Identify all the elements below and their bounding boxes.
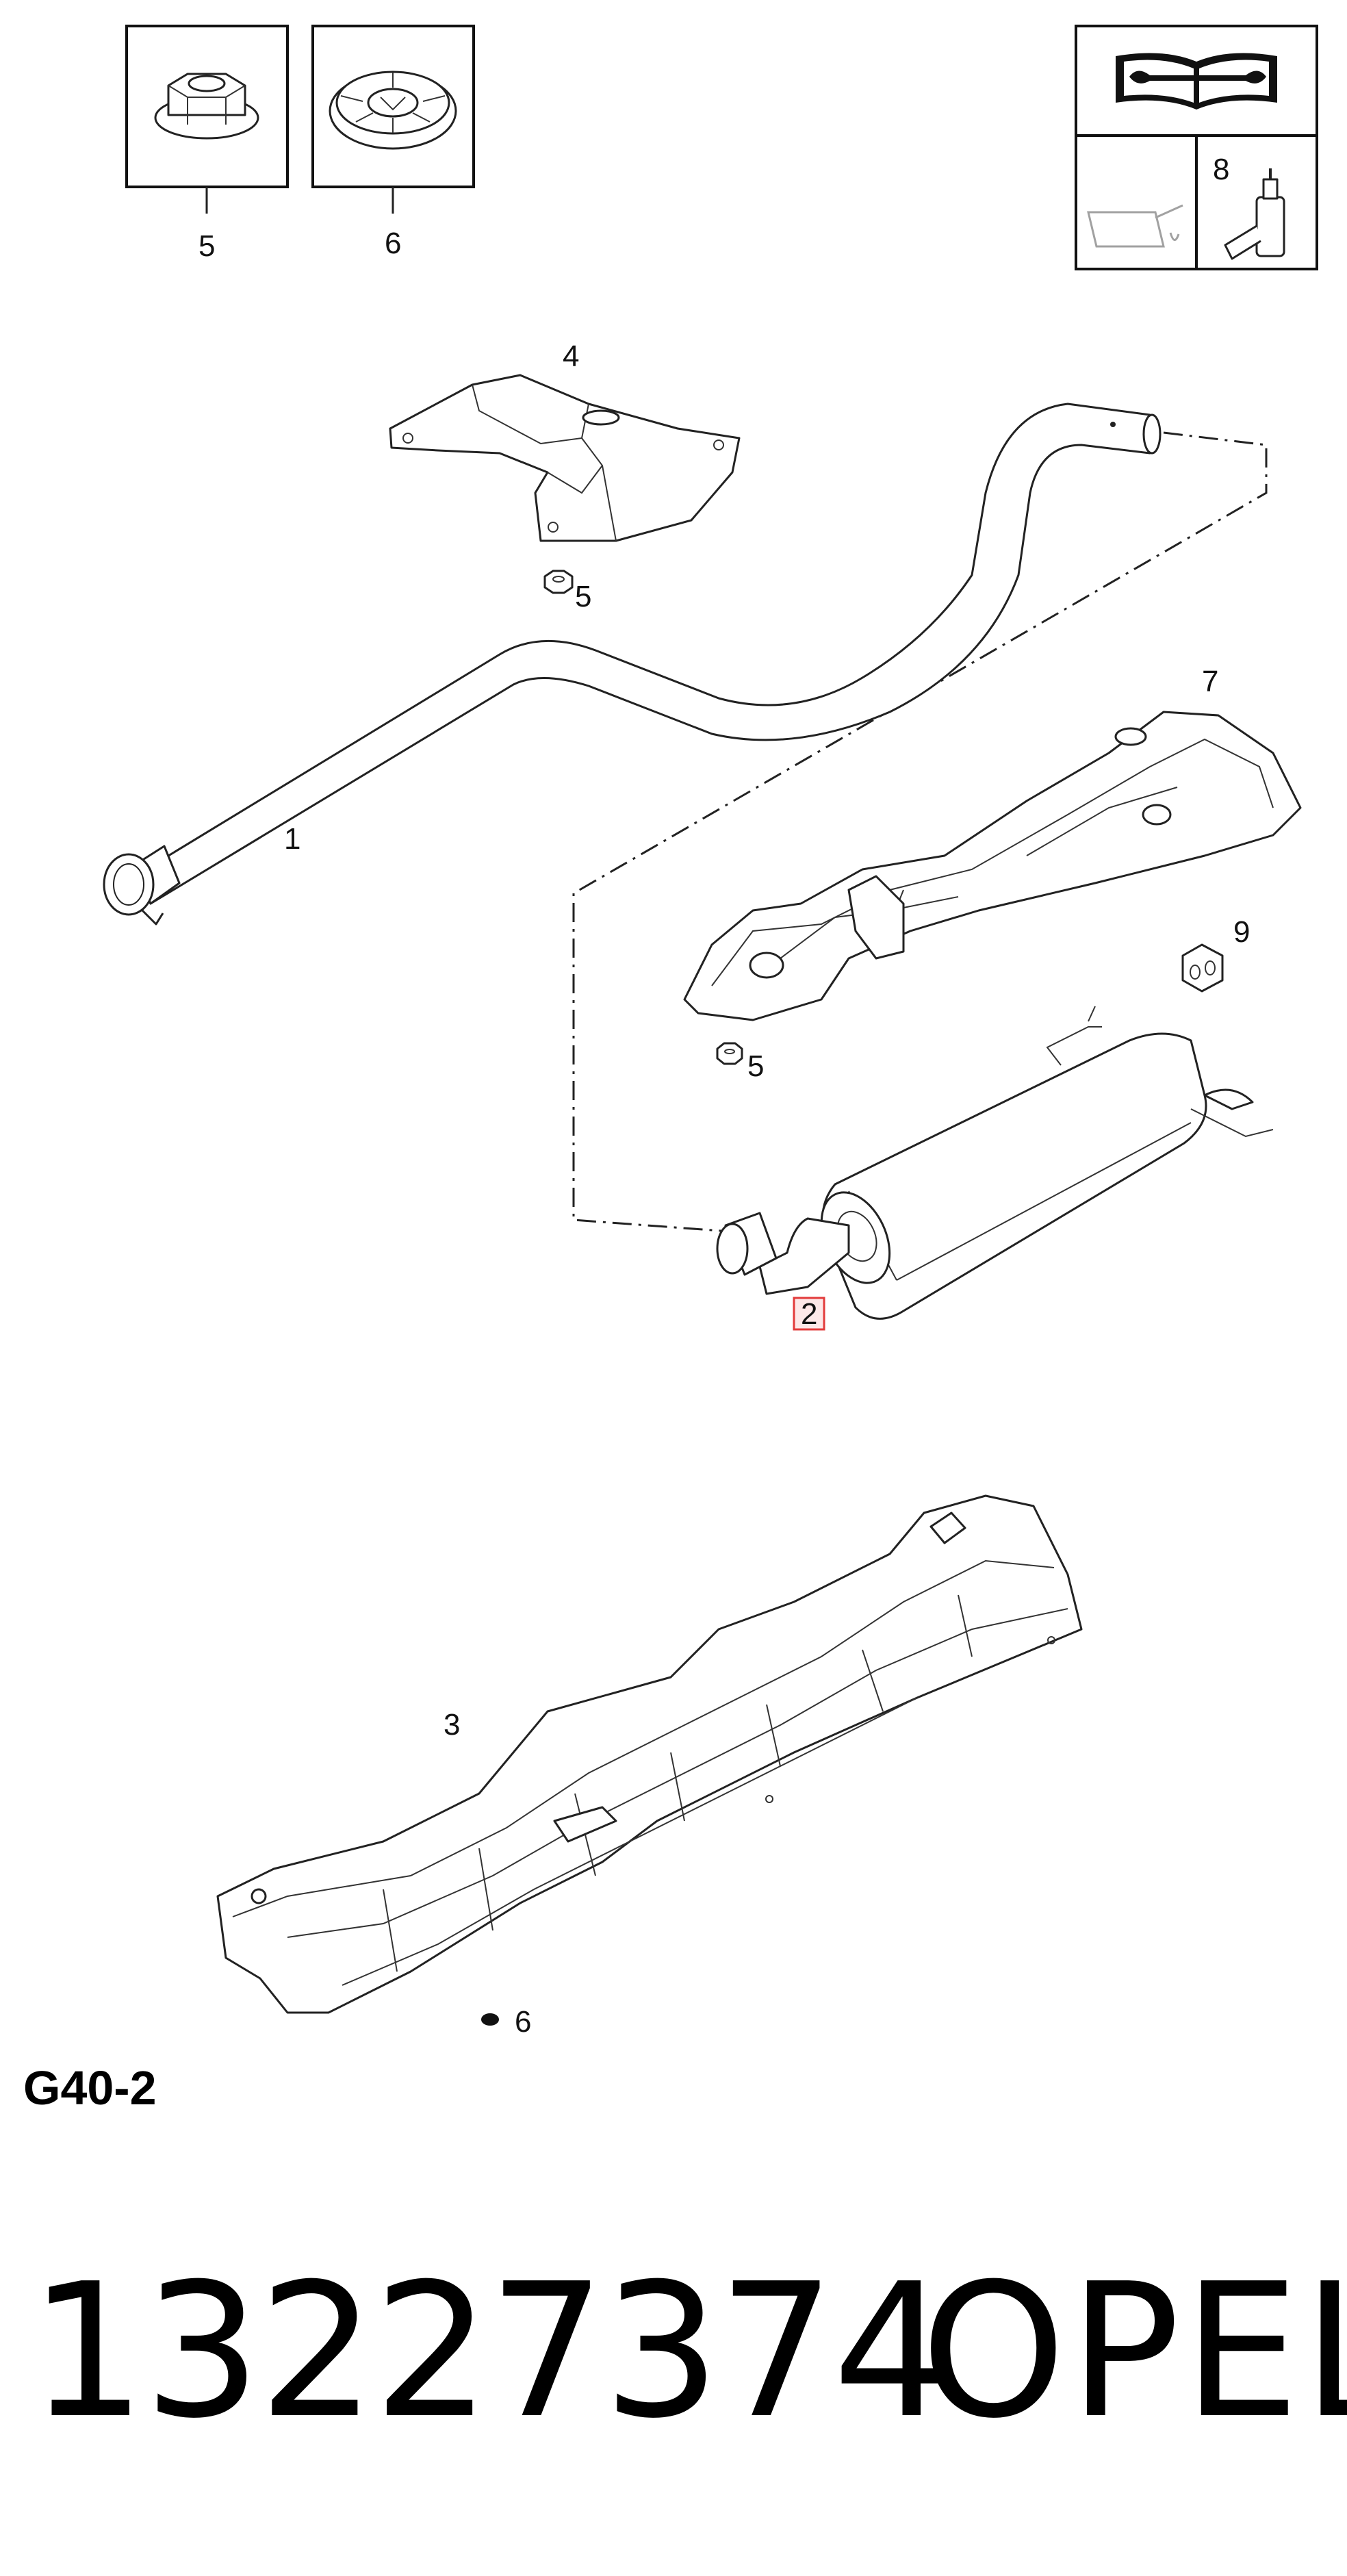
nut-icon-upper: [543, 570, 574, 594]
rear-muffler: [716, 1006, 1274, 1320]
middle-heat-shield: [683, 711, 1302, 1021]
oil-can-icon: [1087, 204, 1183, 248]
clip-detail-box: [311, 25, 475, 214]
callout-hanger: 9: [1233, 915, 1250, 949]
nut-icon-lower: [716, 1042, 743, 1065]
pipe-clamp-icon: [103, 845, 181, 926]
callout-shield-upper: 4: [563, 340, 579, 373]
callout-muffler: 2: [801, 1297, 817, 1331]
info-panel: 8: [1075, 25, 1318, 270]
large-heat-shield: [216, 1494, 1083, 2014]
nut-detail-box: [125, 25, 289, 214]
callout-nut-upper: 5: [575, 580, 591, 613]
callout-nut: 5: [198, 229, 215, 263]
callout-shield-middle: 7: [1202, 665, 1218, 698]
upper-heat-shield: [389, 374, 741, 542]
rubber-hanger-icon: [1181, 943, 1224, 993]
clip-icon-lower: [481, 2013, 499, 2026]
page-code: G40-2: [23, 2061, 157, 2115]
callout-clip-lower: 6: [515, 2005, 531, 2039]
callout-muffler-highlight: [793, 1297, 825, 1331]
callout-sealant: 8: [1213, 153, 1229, 186]
brand-name: OPEL: [921, 2243, 1347, 2459]
part-number: 13227374: [29, 2243, 950, 2459]
callout-clip: 6: [385, 227, 401, 260]
callout-shield-large: 3: [444, 1708, 460, 1742]
hex-flange-nut-icon: [154, 73, 259, 140]
callout-nut-lower: 5: [747, 1049, 764, 1083]
callout-pipe: 1: [284, 822, 300, 856]
spring-clip-icon: [329, 71, 457, 150]
exhaust-pipe: [103, 403, 1162, 926]
sealant-bottle-icon: [1224, 168, 1285, 260]
repair-manual-icon: [1116, 53, 1277, 110]
